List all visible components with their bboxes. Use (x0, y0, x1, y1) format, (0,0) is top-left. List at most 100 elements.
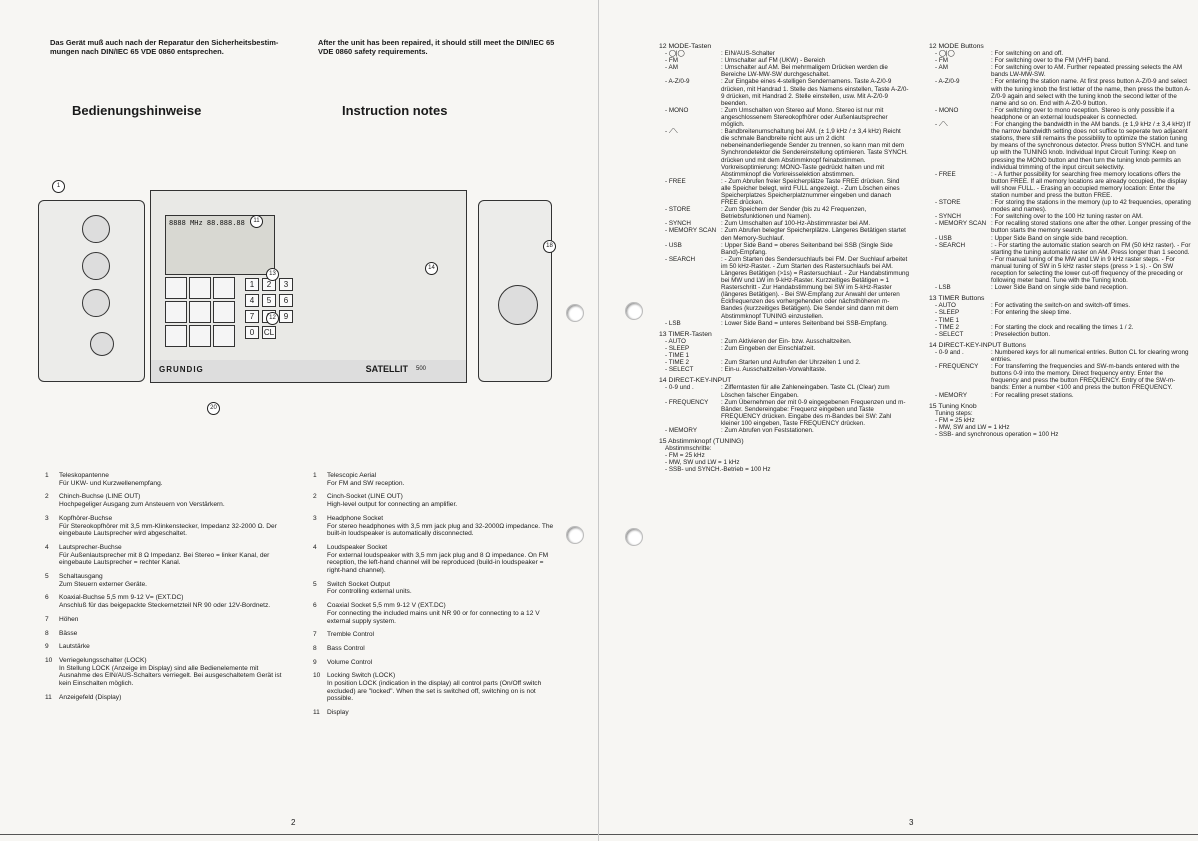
model-number: 500 (415, 366, 426, 372)
callout: 14 (425, 262, 438, 275)
tuning-step-en: - SSB- and synchronous operation = 100 H… (935, 430, 1059, 438)
timer-row-en: - TIME 2: For starting the clock and rec… (935, 323, 1134, 331)
num-key: 6 (279, 294, 293, 307)
safety-note-en: After the unit has been repaired, it sho… (318, 38, 555, 56)
mode-row-de: - ◯|◯: EIN/AUS-Schalter (665, 50, 775, 58)
section-14-title-en: 14 DIRECT-KEY-INPUT Buttons (929, 341, 1027, 349)
timer-row-de: - AUTO: Zum Aktivieren der Ein- bzw. Aus… (665, 337, 852, 345)
direct-row-de: - MEMORY: Zum Abrufen von Feststationen. (665, 426, 814, 434)
callout: 13 (266, 268, 279, 281)
radio-bottom-strip: GRUNDIG SATELLIT 500 (150, 360, 467, 383)
direct-row-de: - FREQUENCY: Zum Übernehmen der mit 0-9 … (665, 398, 906, 427)
mode-row-en: - LSB: Lower Side Band on single side ba… (935, 284, 1128, 292)
direct-row-en: - FREQUENCY: For transferring the freque… (935, 363, 1180, 392)
mode-row-de: - STORE: Zum Speichern der Sender (bis z… (665, 206, 867, 221)
num-key: 1 (245, 278, 259, 291)
section-15-title-de: 15 Abstimmknopf (TUNING) (659, 438, 744, 446)
volume-knob (82, 289, 110, 317)
bottom-rule (0, 834, 598, 835)
mode-row-de: - MEMORY SCAN: Zum Abrufen belegter Spei… (665, 227, 906, 242)
direct-row-en: - 0-9 and .: Numbered keys for all numer… (935, 348, 1189, 364)
mode-row-de: - ⟋⟍: Bandbreitenumschaltung bei AM. (± … (665, 128, 908, 178)
heading-en: Instruction notes (342, 103, 448, 118)
direct-row-de: - 0-9 und .: Zifferntasten für alle Zahl… (665, 384, 890, 399)
mode-row-en: - FREE: - A further possibility for sear… (935, 170, 1187, 199)
mode-row-en: - USB: Upper Side Band on single side ba… (935, 234, 1128, 242)
mode-row-de: - SYNCH: Zum Umschalten auf 100-Hz-Absti… (665, 220, 871, 228)
section-12-title-en: 12 MODE Buttons (929, 43, 984, 50)
num-key: CL (262, 326, 276, 339)
section-15-title-en: 15 Tuning Knob (929, 402, 977, 410)
tuning-step-de: - FM = 25 kHz (665, 452, 705, 460)
bottom-rule (599, 834, 1198, 835)
page-number-left: 2 (291, 818, 296, 827)
mode-keys (165, 277, 235, 347)
timer-row-en: - TIME 1 (935, 316, 960, 324)
num-key: 7 (245, 310, 259, 323)
mode-row-de: - FM: Umschalter auf FM (UKW) - Bereich (665, 57, 826, 65)
treble-knob (82, 215, 110, 243)
direct-row-en: - MEMORY: For recalling preset stations. (935, 391, 1074, 399)
tuning-step-en: - MW, SW and LW = 1 kHz (935, 423, 1010, 431)
right-col-en: 12 MODE Buttons - ◯|◯: For switching on … (929, 43, 1191, 438)
mode-row-en: - ◯|◯: For switching on and off. (935, 50, 1063, 58)
right-page: 12 MODE-Tasten - ◯|◯: EIN/AUS-Schalter -… (599, 0, 1198, 841)
page-number-right: 3 (909, 818, 914, 827)
tuning-label-en: Tuning steps: (935, 409, 973, 417)
section-13-title-de: 13 TIMER-Tasten (659, 330, 712, 338)
timer-row-en: - AUTO: For activating the switch-on and… (935, 302, 1131, 310)
timer-row-de: - SLEEP: Zum Eingeben der Einschlafzeit. (665, 344, 816, 352)
mode-row-de: - MONO: Zum Umschalten von Stereo auf Mo… (665, 106, 888, 129)
punch-hole (566, 304, 584, 322)
mode-row-en: - SYNCH: For switching over to the 100 H… (935, 213, 1143, 221)
punch-hole (625, 302, 643, 320)
num-key: 3 (279, 278, 293, 291)
section-14-title-de: 14 DIRECT-KEY-INPUT (659, 377, 732, 385)
mode-row-en: - ⟋⟍: For changing the bandwidth in the … (935, 121, 1191, 171)
direct-key-numpad: 1 2 3 4 5 6 7 8 9 0 CL (245, 278, 293, 339)
mode-row-en: - MONO: For switching over to mono recep… (935, 106, 1175, 121)
mode-row-en: - AM: For switching over to AM. Further … (935, 64, 1183, 79)
punch-hole (566, 526, 584, 544)
timer-row-de: - TIME 2: Zum Starten und Aufrufen der U… (665, 359, 861, 367)
lock-switch (90, 332, 114, 356)
callout: 18 (543, 240, 556, 253)
mode-row-de: - LSB: Lower Side Band = unteres Seitenb… (665, 319, 888, 327)
right-col-de: 12 MODE-Tasten - ◯|◯: EIN/AUS-Schalter -… (659, 43, 909, 474)
num-key: 4 (245, 294, 259, 307)
mode-row-en: - SEARCH: - For starting the automatic s… (935, 241, 1191, 285)
mode-row-de: - USB: Upper Side Band = oberes Seitenba… (665, 241, 893, 256)
num-key: 5 (262, 294, 276, 307)
mode-row-en: - FM: For switching over to the FM (VHF)… (935, 57, 1110, 65)
mode-row-en: - STORE: For storing the stations in the… (935, 199, 1191, 214)
left-page: Das Gerät muß auch nach der Reparatur de… (0, 0, 599, 841)
section-13-title-en: 13 TIMER Buttons (929, 295, 985, 303)
mode-row-de: - A-Z/0-9: Zur Eingabe eines 4-stelligen… (665, 78, 909, 107)
safety-note-de: Das Gerät muß auch nach der Reparatur de… (50, 38, 279, 56)
tuning-label-de: Abstimmschritte: (665, 445, 712, 453)
tuning-step-en: - FM = 25 kHz (935, 416, 975, 424)
tuning-knob (498, 285, 538, 325)
mode-row-de: - SEARCH: - Zum Starten des Sendersuchla… (665, 255, 909, 320)
callout: 20 (207, 402, 220, 415)
timer-row-en: - SLEEP: For entering the sleep time. (935, 309, 1072, 317)
mode-row-de: - FREE: - Zum Abrufen freier Speicherplä… (665, 177, 900, 207)
brand-logo: GRUNDIG (159, 365, 204, 374)
tuning-step-de: - MW, SW und LW = 1 kHz (665, 459, 740, 467)
bass-knob (82, 252, 110, 280)
mode-row-en: - A-Z/0-9: For entering the station name… (935, 78, 1191, 107)
